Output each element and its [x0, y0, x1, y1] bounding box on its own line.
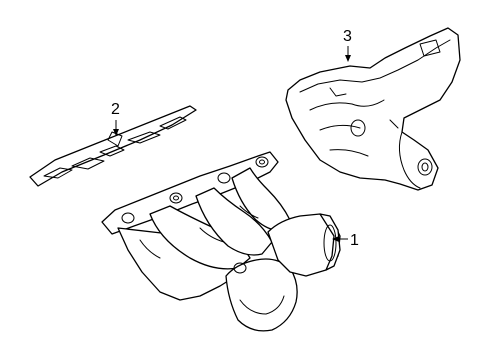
- callout-3: 3: [343, 28, 352, 62]
- callout-1-arrowhead: [332, 236, 339, 242]
- exhaust-manifold-part-1[interactable]: [101, 151, 341, 332]
- callout-3-label: 3: [343, 28, 352, 45]
- callout-1-label: 1: [350, 232, 359, 249]
- callout-1: 1: [332, 232, 359, 249]
- callout-3-arrowhead: [345, 55, 351, 62]
- heat-shield-part-3[interactable]: [285, 27, 461, 191]
- callout-2: 2: [111, 101, 120, 136]
- callout-2-label: 2: [111, 101, 120, 118]
- callout-2-arrowhead: [113, 129, 119, 136]
- gasket-part-2[interactable]: [29, 105, 197, 187]
